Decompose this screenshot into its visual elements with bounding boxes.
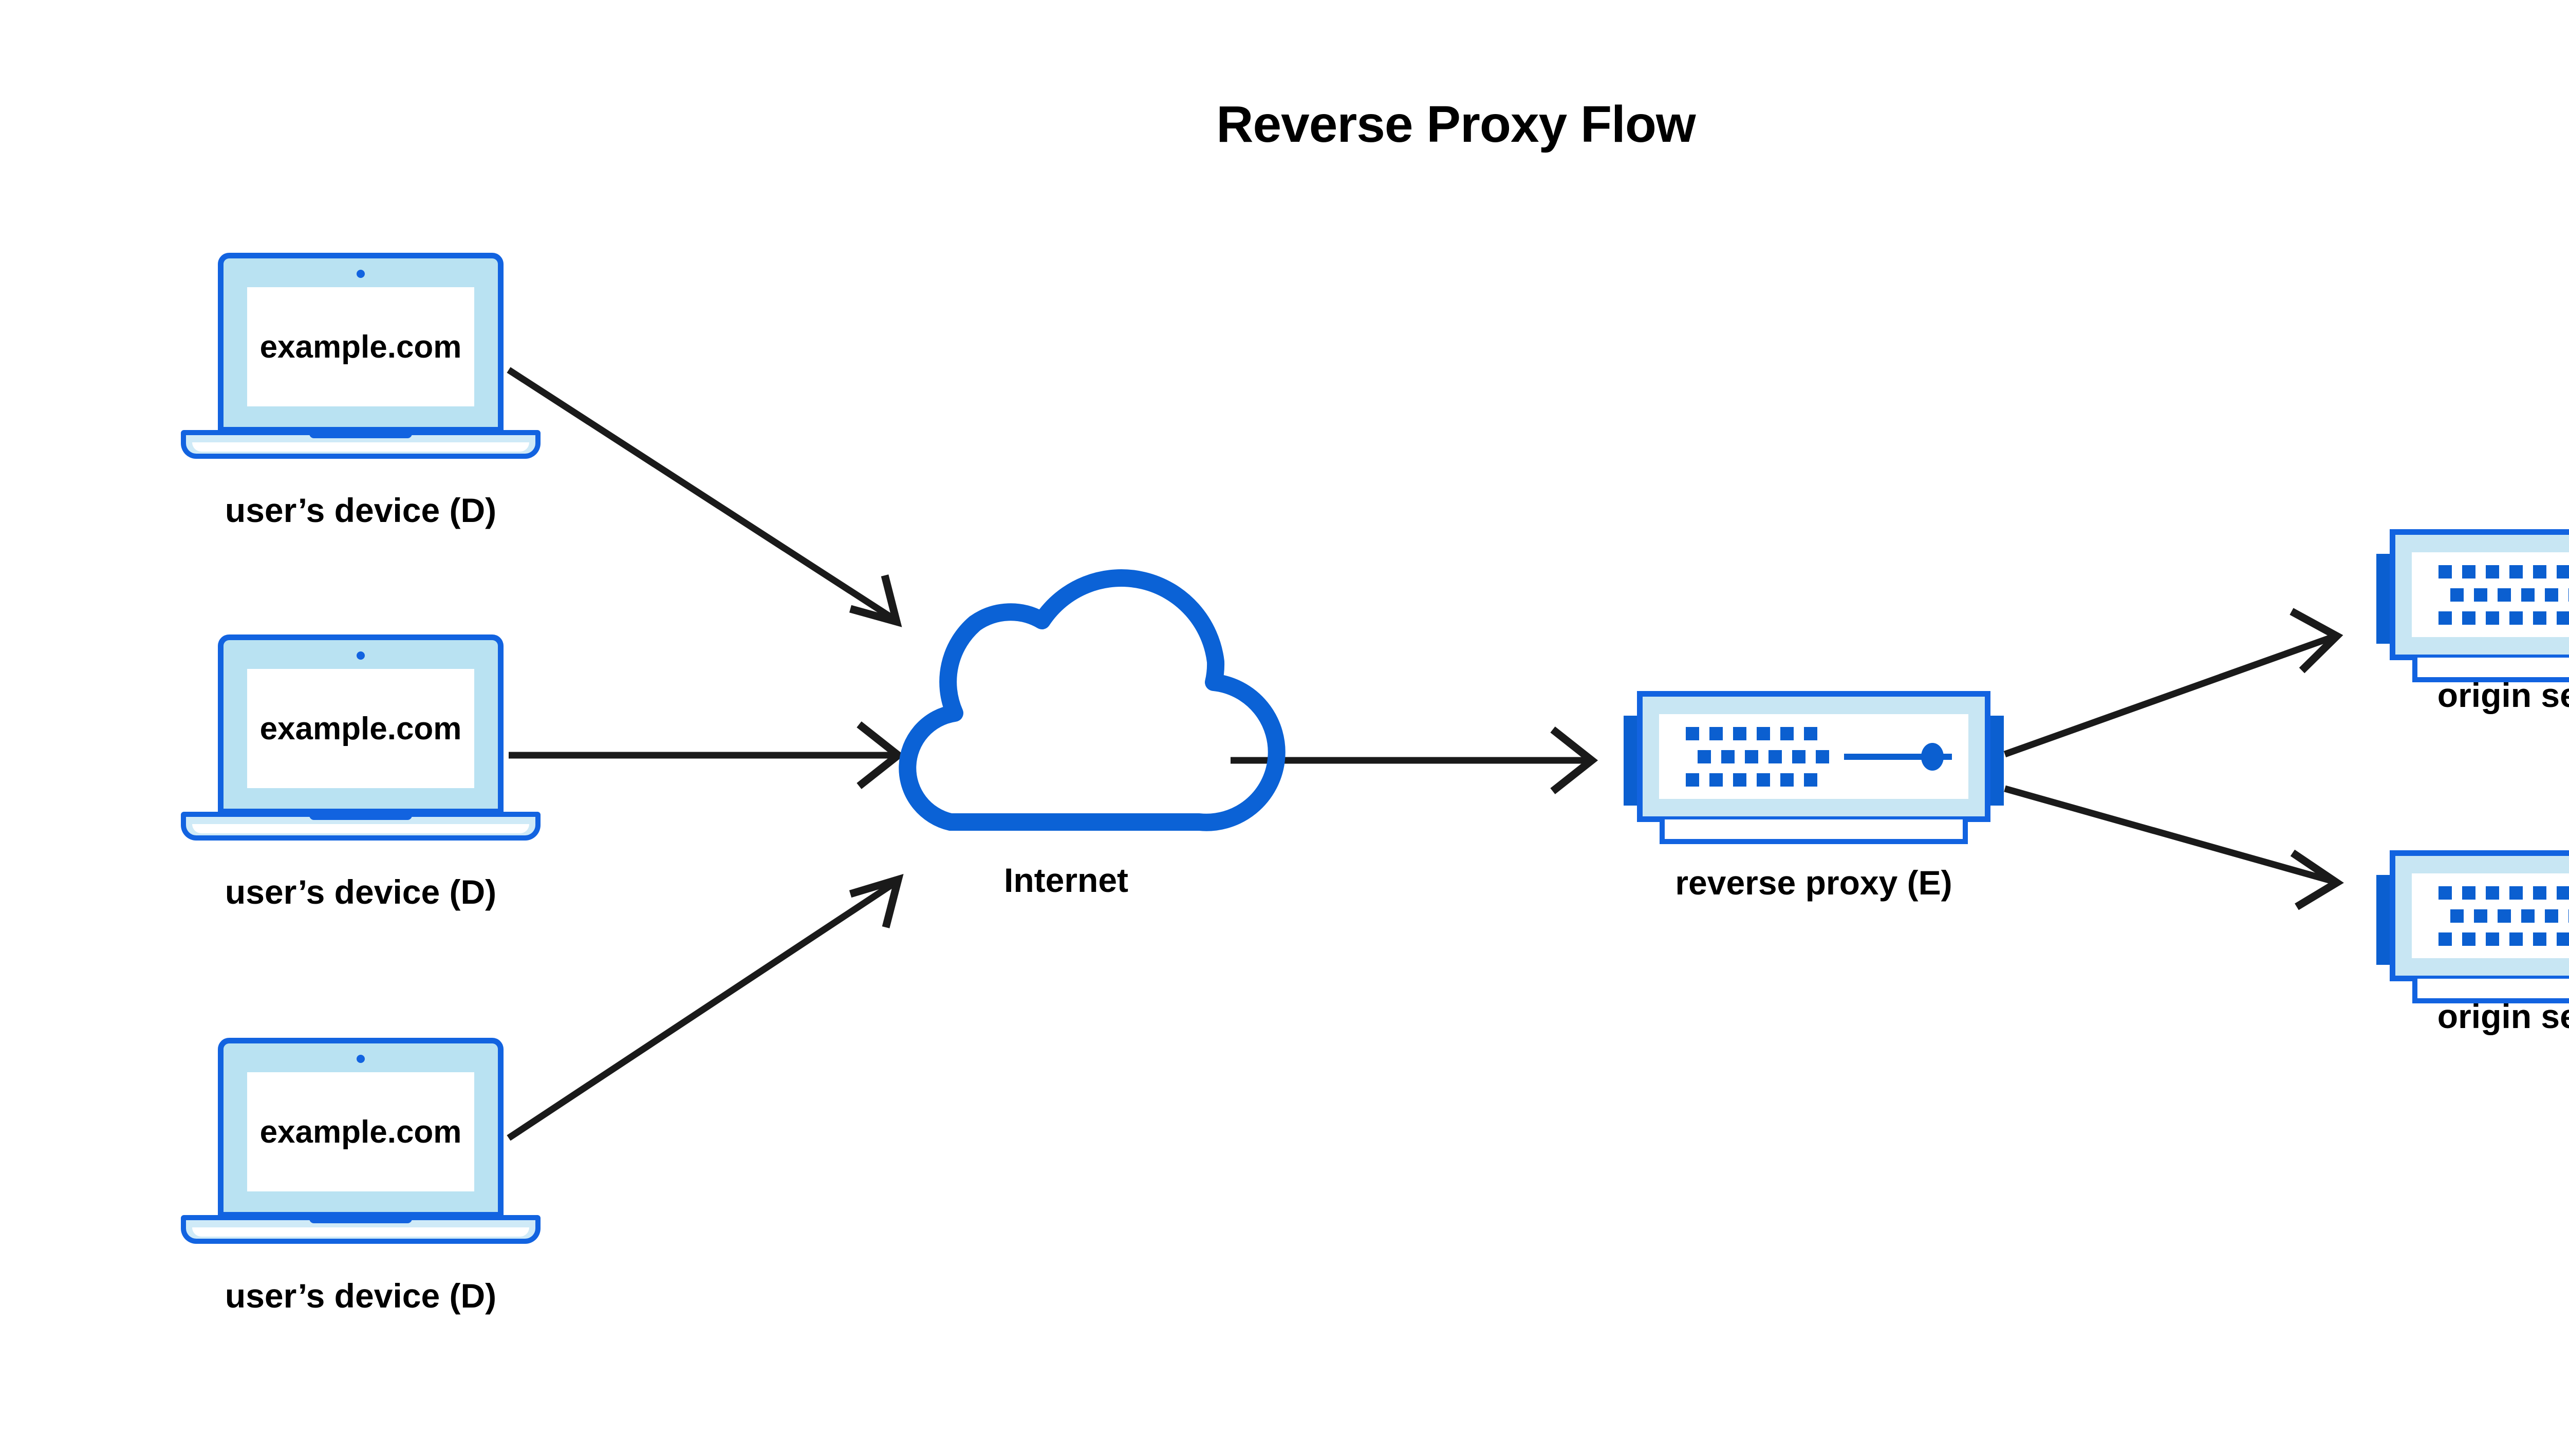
laptop-base-inner	[192, 442, 529, 452]
edge-device-top-to-internet	[507, 367, 902, 627]
server-vent-grid	[2438, 886, 2569, 946]
laptop-base	[181, 430, 541, 459]
laptop-screen: example.com	[247, 1072, 474, 1191]
laptop-trackpad	[309, 430, 412, 438]
server-panel	[2412, 873, 2569, 958]
edge-device-bottom-to-internet	[507, 873, 904, 1141]
laptop-screen: example.com	[247, 669, 474, 788]
laptop-trackpad	[309, 1215, 412, 1223]
label-origin-bottom: origin server (F)	[2437, 997, 2569, 1035]
laptop-base-inner	[192, 1227, 529, 1237]
edge-device-middle-to-internet	[509, 721, 905, 789]
laptop-lid: example.com	[218, 1038, 504, 1218]
laptop-lid: example.com	[218, 634, 504, 814]
label-device-middle: user’s device (D)	[225, 873, 497, 911]
server-body	[2390, 850, 2569, 981]
server-panel	[1659, 714, 1968, 799]
edge-reverse-proxy-to-origin-top	[2003, 608, 2343, 758]
server-body	[2390, 529, 2569, 660]
cloud-icon	[899, 569, 1286, 831]
laptop-device-middle[interactable]: example.com	[181, 634, 541, 850]
page-title: Reverse Proxy Flow	[1216, 96, 1696, 153]
server-origin-bottom[interactable]	[2376, 850, 2569, 1004]
laptop-screen-text: example.com	[259, 1114, 462, 1150]
server-indicator-dot	[1921, 742, 1944, 771]
server-body	[1637, 691, 1990, 822]
server-foot	[2412, 658, 2569, 682]
webcam-icon	[357, 270, 365, 278]
webcam-icon	[357, 651, 365, 660]
laptop-lid: example.com	[218, 253, 504, 433]
label-device-bottom: user’s device (D)	[225, 1277, 497, 1315]
laptop-screen-text: example.com	[259, 711, 462, 746]
label-internet: Internet	[1003, 861, 1129, 899]
laptop-device-bottom[interactable]: example.com	[181, 1038, 541, 1254]
edge-reverse-proxy-to-origin-bottom	[2004, 785, 2344, 910]
server-panel	[2412, 552, 2569, 637]
server-foot	[1660, 819, 1968, 844]
label-reverse-proxy: reverse proxy (E)	[1675, 864, 1952, 902]
webcam-icon	[357, 1055, 365, 1063]
server-reverse-proxy[interactable]	[1624, 691, 2004, 845]
label-origin-top: origin server (F)	[2437, 676, 2569, 714]
laptop-screen-text: example.com	[259, 329, 462, 365]
server-origin-top[interactable]	[2376, 529, 2569, 683]
label-device-top: user’s device (D)	[225, 491, 497, 529]
laptop-trackpad	[309, 812, 412, 820]
server-vent-grid	[1686, 726, 1829, 787]
edge-internet-to-reverse-proxy	[1231, 726, 1598, 794]
laptop-base-inner	[192, 824, 529, 833]
laptop-device-top[interactable]: example.com	[181, 253, 541, 469]
server-vent-grid	[2438, 565, 2569, 625]
laptop-screen: example.com	[247, 287, 474, 406]
server-foot	[2412, 979, 2569, 1003]
